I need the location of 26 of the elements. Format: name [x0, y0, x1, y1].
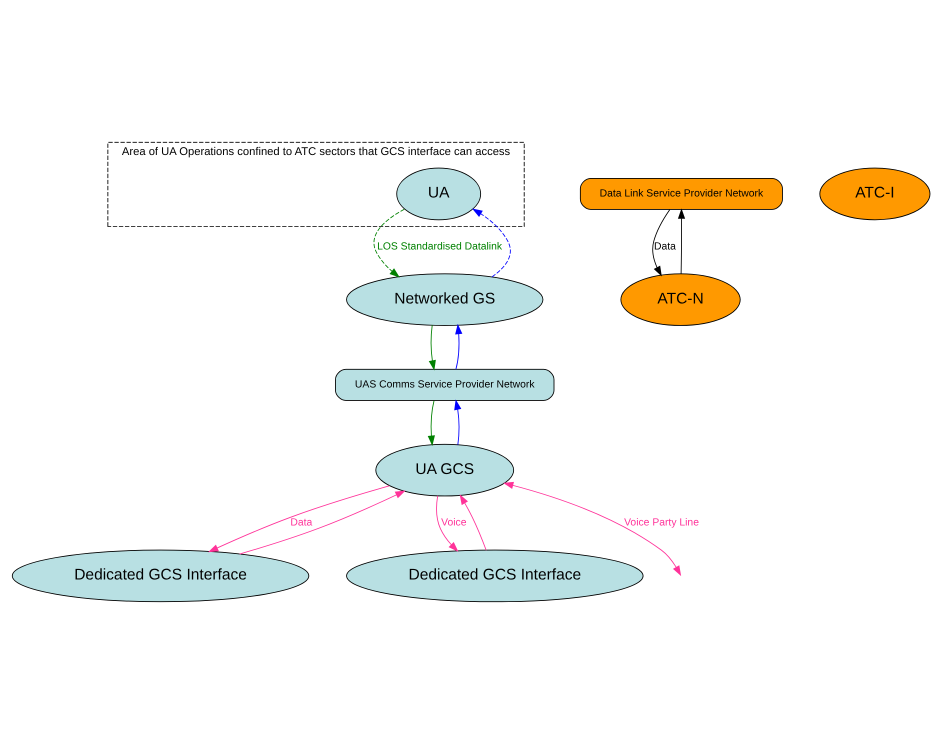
arrow: [208, 485, 390, 552]
arrow: [678, 208, 686, 274]
edge-label: Voice: [441, 518, 466, 529]
edge-label: Data: [654, 241, 676, 252]
arrow: [454, 399, 462, 446]
node-ellipse: UA: [396, 168, 482, 220]
node-ellipse: ATC-I: [819, 168, 930, 220]
arrow: [472, 208, 511, 278]
node-ellipse: Dedicated GCS Interface: [346, 550, 644, 602]
edge-label: LOS Standardised Datalink: [377, 241, 502, 252]
node-ellipse: Networked GS: [346, 273, 544, 326]
arrow: [239, 490, 406, 554]
node-ellipse: ATC-N: [620, 273, 741, 326]
edge-label: Voice Party Line: [624, 518, 699, 529]
arrow: [652, 209, 670, 277]
arrow: [428, 400, 435, 446]
arrow: [503, 482, 682, 576]
edge-label: Data: [290, 518, 312, 529]
node-box: Data Link Service Provider Network: [580, 178, 783, 210]
arrow: [436, 495, 458, 552]
arrow: [428, 324, 436, 371]
arrow: [460, 494, 487, 551]
node-box: UAS Comms Service Provider Network: [335, 368, 554, 401]
node-ellipse: Dedicated GCS Interface: [12, 550, 310, 602]
arrow: [455, 324, 462, 370]
arrow: [374, 208, 405, 278]
